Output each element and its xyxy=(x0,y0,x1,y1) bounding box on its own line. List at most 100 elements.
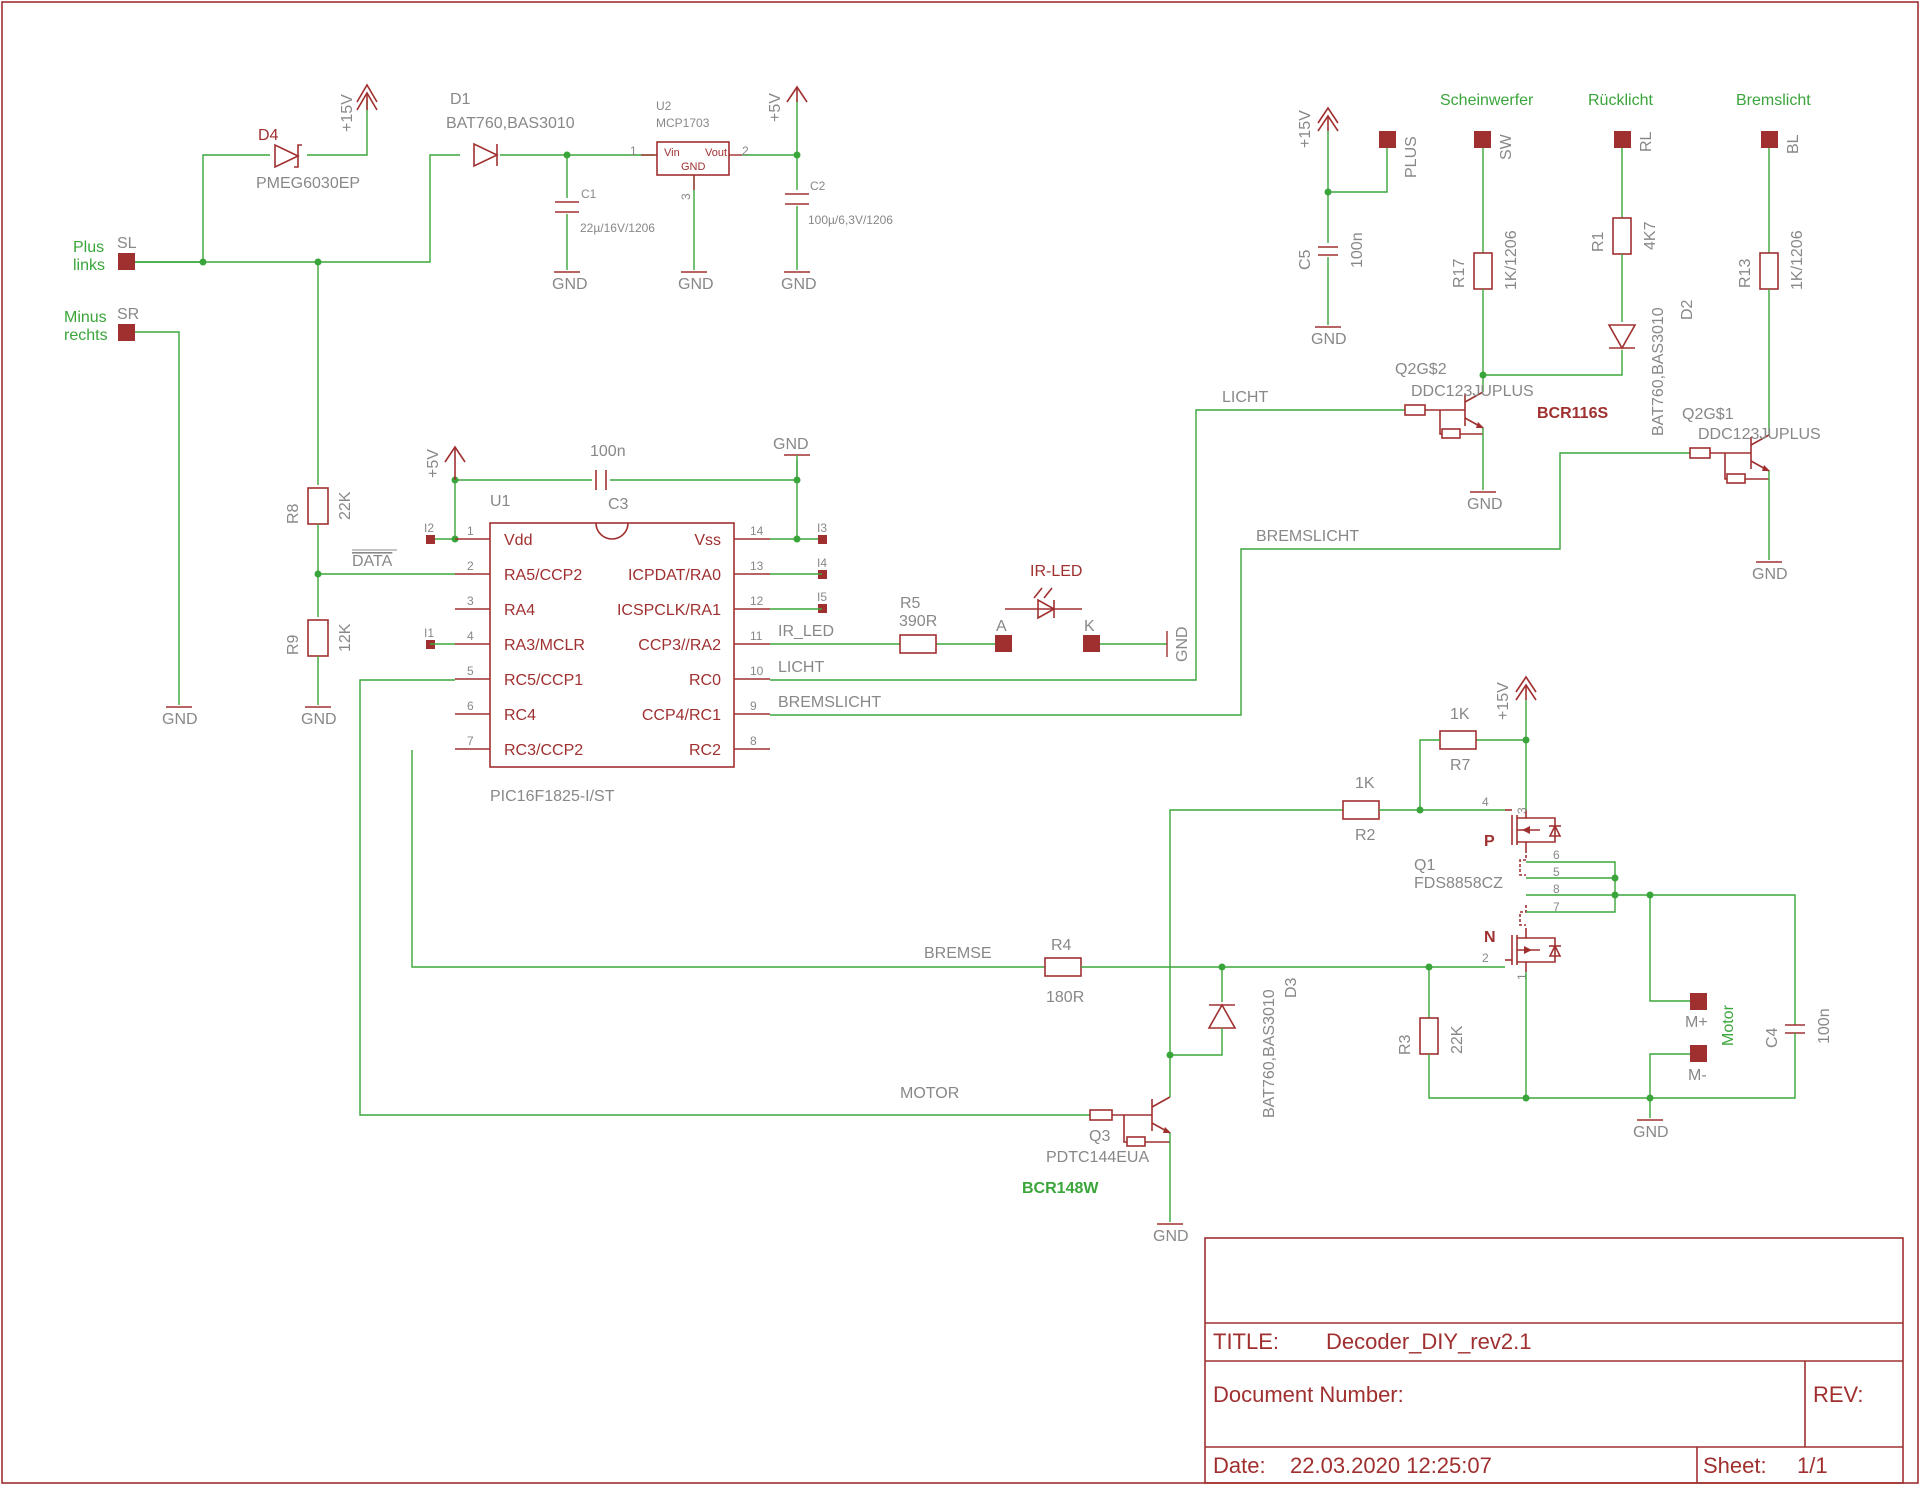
sheet-value: 1/1 xyxy=(1797,1453,1828,1478)
r4-name: R4 xyxy=(1051,937,1072,954)
mminus-label: M- xyxy=(1688,1067,1707,1084)
regulator-u2: Vin Vout GND U2 MCP1703 1 2 3 GND xyxy=(630,99,749,293)
mcu-right-pin-label: CCP3//RA2 xyxy=(638,637,721,654)
r9-value: 12K xyxy=(337,623,354,652)
pad-a xyxy=(995,635,1012,652)
pad-sw xyxy=(1474,131,1491,148)
r1-name: R1 xyxy=(1590,231,1607,252)
mcu-right-pin-label: Vss xyxy=(694,532,721,549)
voltage-divider: R8 22K R9 12K DATA GND xyxy=(285,487,455,728)
d2-value: BAT760,BAS3010 xyxy=(1650,307,1667,436)
mcu-left-pin-label: RC5/CCP1 xyxy=(504,672,583,689)
p15v-label-a: +15V xyxy=(339,94,356,132)
c2-value: 100µ/6,3V/1206 xyxy=(808,213,893,227)
q1-pin4: 4 xyxy=(1482,795,1489,809)
c5-value: 100n xyxy=(1349,232,1366,268)
u2-name: U2 xyxy=(656,99,672,113)
u2-pin1: 1 xyxy=(630,144,637,158)
bl-pad-label: BL xyxy=(1785,134,1802,154)
bremslicht-net-a: BREMSLICHT xyxy=(778,694,881,711)
transistor-q3: GND Q3 PDTC144EUA BCR148W xyxy=(1022,1055,1189,1245)
u2-vout: Vout xyxy=(705,147,727,159)
mcu-right-pin-label: ICSPCLK/RA1 xyxy=(617,602,721,619)
mcu-right-pin-label: CCP4/RC1 xyxy=(642,707,721,724)
r17-value: 1K/1206 xyxy=(1503,230,1520,290)
bremslicht-net-b: BREMSLICHT xyxy=(1256,528,1359,545)
gnd-motor: GND xyxy=(1633,1124,1669,1141)
r2-name: R2 xyxy=(1355,827,1376,844)
bremslicht-label: Bremslicht xyxy=(1736,92,1811,109)
r9-name: R9 xyxy=(285,634,302,655)
plus-label: Plus xyxy=(73,239,104,256)
u2-value: MCP1703 xyxy=(656,116,710,130)
r8-name: R8 xyxy=(285,503,302,524)
bremse-net: BREMSE xyxy=(924,945,992,962)
pad-plus xyxy=(1379,131,1396,148)
title-label: TITLE: xyxy=(1213,1329,1279,1354)
pad-i1-label: I1 xyxy=(424,626,434,640)
motor-net: MOTOR xyxy=(900,1085,959,1102)
q1-pin7: 7 xyxy=(1553,900,1560,914)
mcu-left-pin-label: Vdd xyxy=(504,532,532,549)
q2a-name: Q2G$2 xyxy=(1395,361,1447,378)
mcu-left-pin-number: 5 xyxy=(467,664,474,678)
supply-15v-symbol: +15V xyxy=(339,83,378,132)
gnd-irled: GND xyxy=(1174,626,1191,662)
c3-name: C3 xyxy=(608,496,629,513)
mcu-left-pin-label: RC3/CCP2 xyxy=(504,742,583,759)
mcu-u1: U1 PIC16F1825-I/ST 100n C3 +5V GND 1Vdd2… xyxy=(424,436,827,805)
plus-pad-label: PLUS xyxy=(1403,136,1420,178)
ir-led-net: IR_LED xyxy=(778,623,834,640)
diode-d4: D4 PMEG6030EP xyxy=(256,127,360,192)
sl-label: SL xyxy=(117,235,137,252)
p15v-label-b: +15V xyxy=(1297,110,1314,148)
pad-i2-label: I2 xyxy=(424,521,434,535)
licht-net-a: LICHT xyxy=(778,659,824,676)
mcu-left-pin-label: RA5/CCP2 xyxy=(504,567,582,584)
mcu-left-pin-number: 1 xyxy=(467,524,474,538)
gnd-sr: GND xyxy=(162,711,198,728)
ruecklicht-label: Rücklicht xyxy=(1588,92,1653,109)
p15v-label-c: +15V xyxy=(1495,682,1512,720)
r13-value: 1K/1206 xyxy=(1789,230,1806,290)
r1-value: 4K7 xyxy=(1642,221,1659,250)
links-label: links xyxy=(73,257,105,274)
supply-5v-symbol: +5V xyxy=(767,85,808,122)
r7-name: R7 xyxy=(1450,757,1471,774)
sheet-label: Sheet: xyxy=(1703,1453,1767,1478)
r17-name: R17 xyxy=(1451,259,1468,288)
data-net-label: DATA xyxy=(352,553,393,570)
mcu-right-pin-number: 10 xyxy=(750,664,764,678)
gnd-u2: GND xyxy=(678,276,714,293)
mcu-left-pin-number: 2 xyxy=(467,559,474,573)
gnd-c5: GND xyxy=(1311,331,1347,348)
mcu-right-pin-number: 14 xyxy=(750,524,764,538)
track-inputs: SL Plus links SR Minus rechts GND xyxy=(64,235,198,728)
document-number-label: Document Number: xyxy=(1213,1382,1404,1407)
pad-i3 xyxy=(818,535,827,544)
d1-value: BAT760,BAS3010 xyxy=(446,115,575,132)
d1-name: D1 xyxy=(450,91,471,108)
d4-value: PMEG6030EP xyxy=(256,175,360,192)
mcu-right-pin-label: ICPDAT/RA0 xyxy=(628,567,721,584)
r5-name: R5 xyxy=(900,595,921,612)
u2-gnd: GND xyxy=(681,161,706,173)
sw-pad-label: SW xyxy=(1498,133,1515,160)
pad-mminus xyxy=(1690,1045,1707,1062)
q1-value: FDS8858CZ xyxy=(1414,875,1503,892)
c2-name: C2 xyxy=(810,179,826,193)
c5-name: C5 xyxy=(1297,249,1314,270)
mcu-right-pin-number: 11 xyxy=(750,629,763,643)
mcu-right-pin-number: 12 xyxy=(750,594,764,608)
pad-k xyxy=(1083,635,1100,652)
gnd-c2: GND xyxy=(781,276,817,293)
c1-name: C1 xyxy=(581,187,597,201)
rl-pad-label: RL xyxy=(1638,131,1655,152)
pad-sl xyxy=(118,253,135,270)
q1-pin8: 8 xyxy=(1553,882,1560,896)
d3-name: D3 xyxy=(1283,977,1300,998)
r7-value: 1K xyxy=(1450,706,1470,723)
q1-pin6: 6 xyxy=(1553,848,1560,862)
q1-pin5: 5 xyxy=(1553,865,1560,879)
pad-i5-label: I5 xyxy=(817,590,827,604)
